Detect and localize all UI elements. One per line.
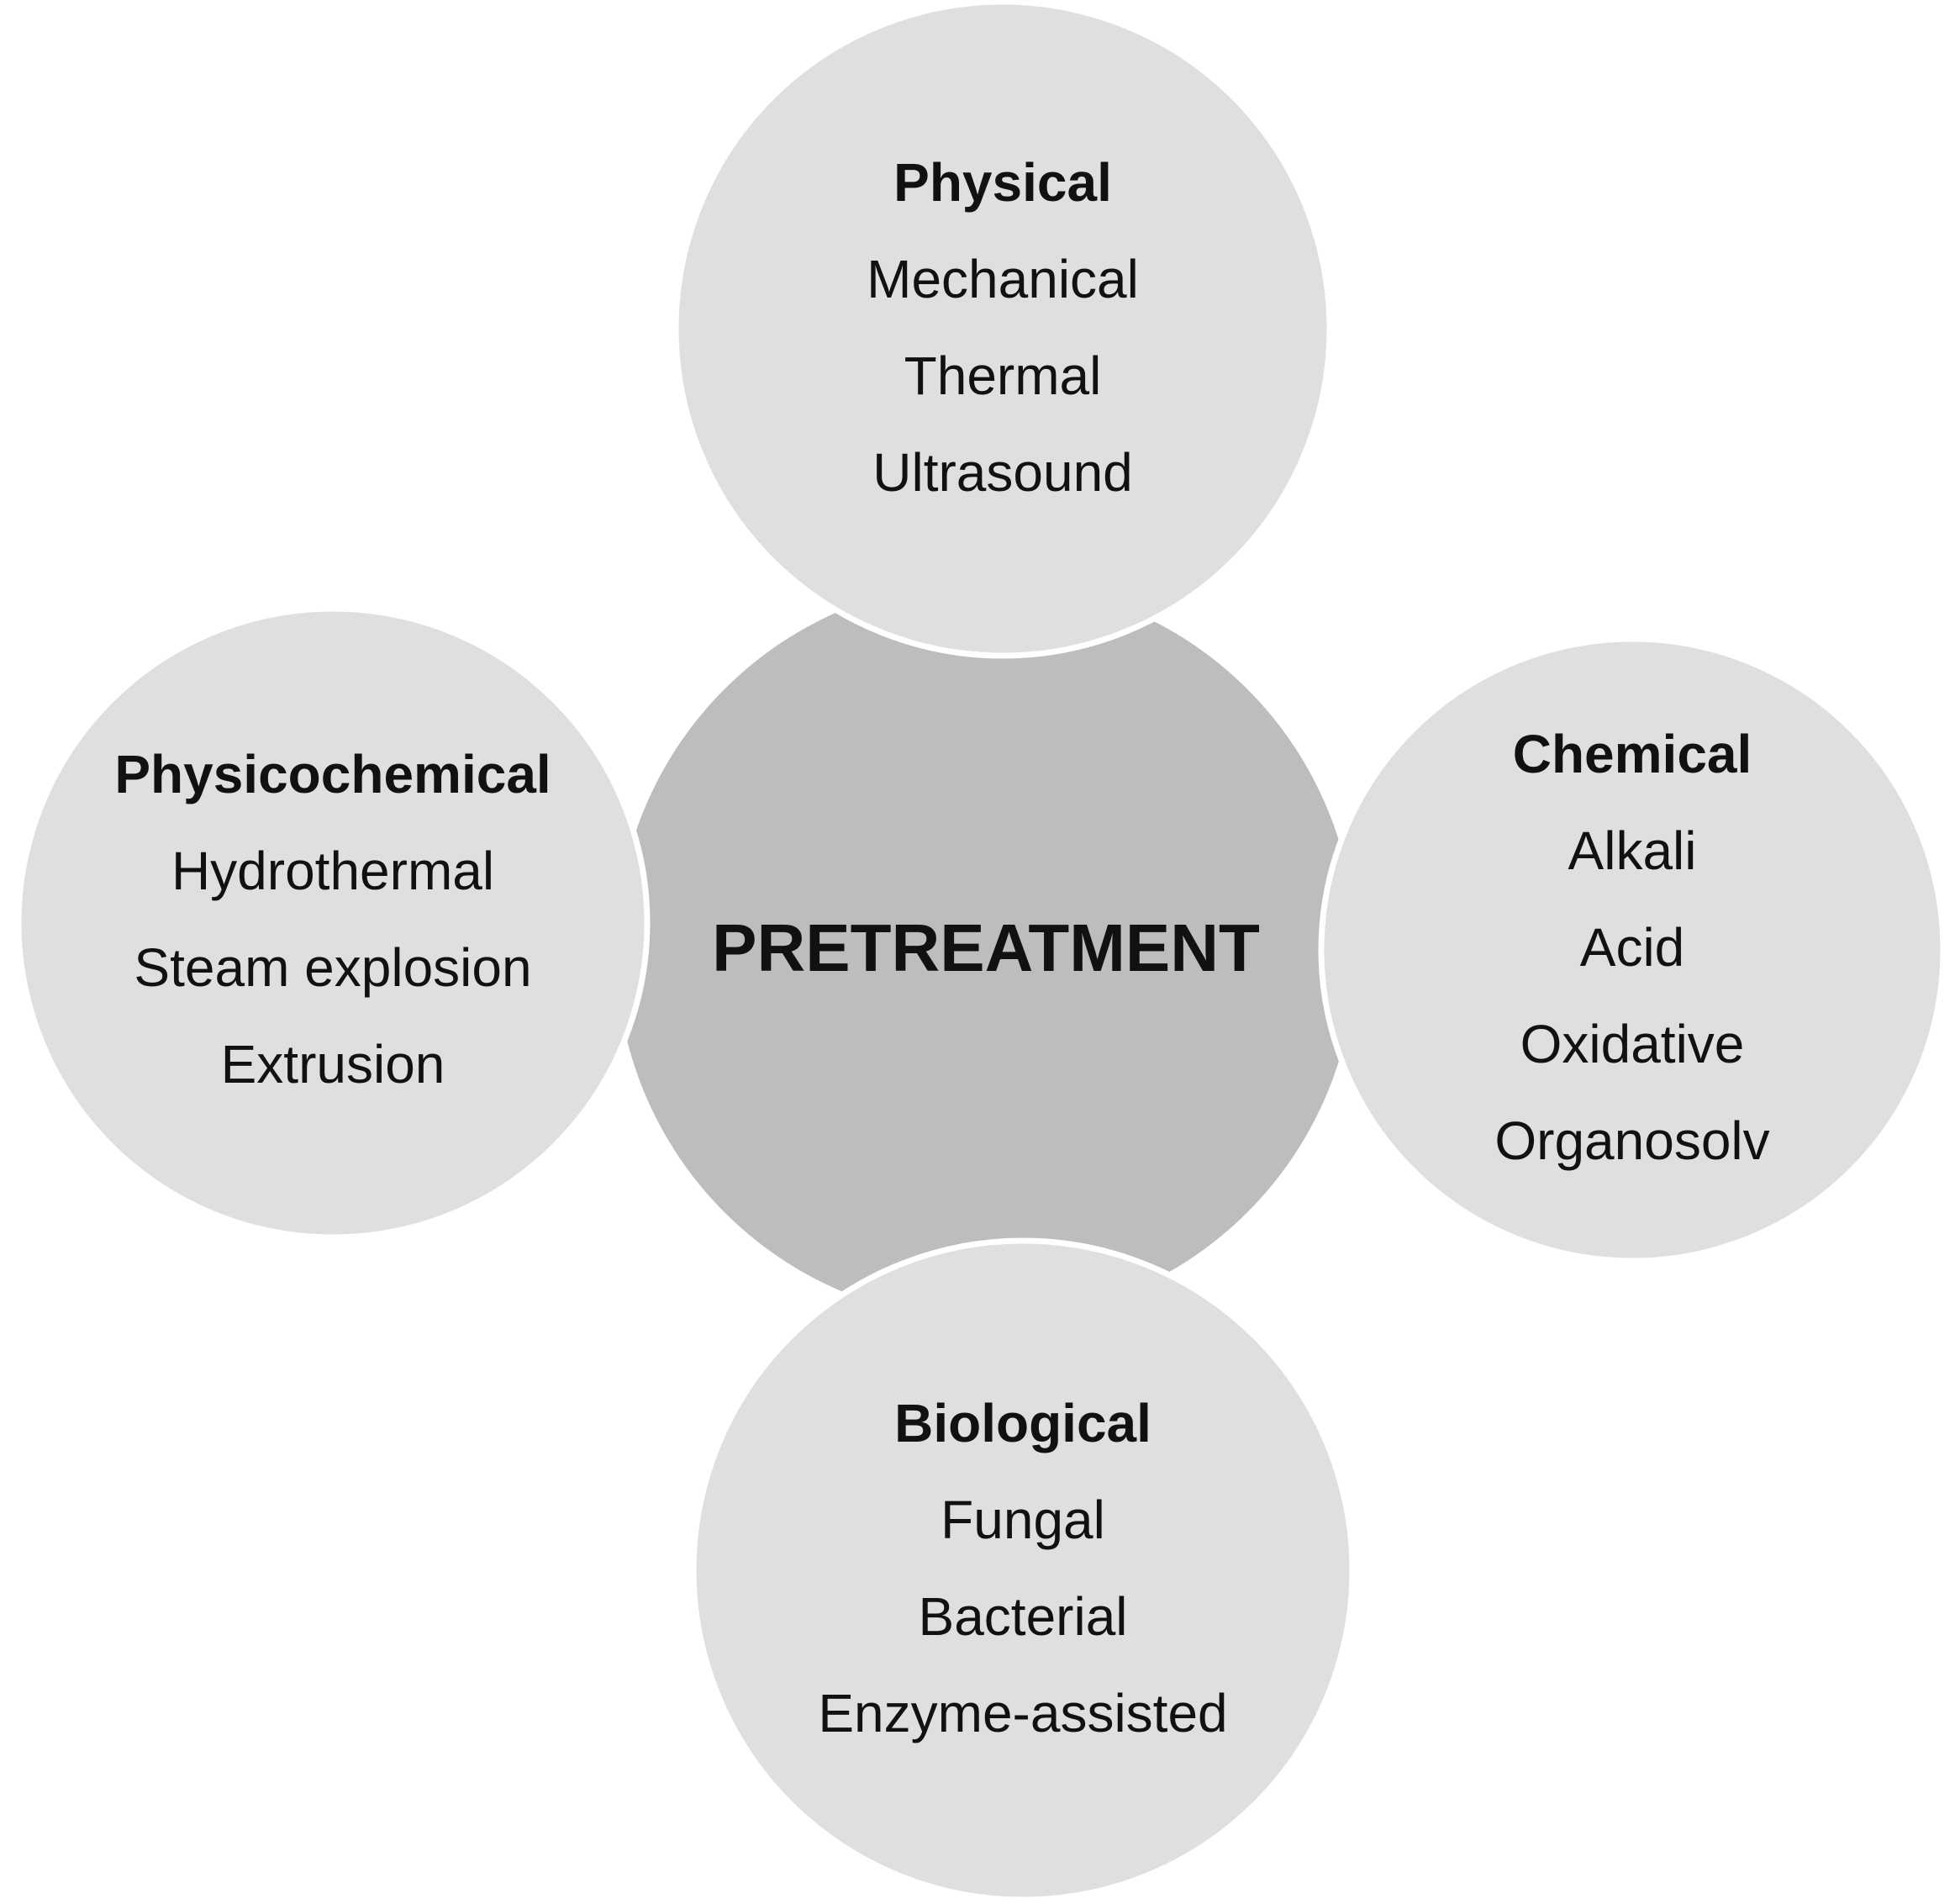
biological-item: Enzyme-assisted <box>818 1683 1228 1743</box>
physicochemical-circle <box>15 605 651 1241</box>
chemical-heading: Chemical <box>1512 724 1752 784</box>
center-circle <box>616 581 1356 1321</box>
center-label: PRETREATMENT <box>712 910 1260 985</box>
chemical-item: Oxidative <box>1520 1014 1745 1074</box>
physical-heading: Physical <box>893 152 1112 213</box>
chemical-circle <box>1318 636 1947 1264</box>
biological-item: Bacterial <box>918 1586 1128 1647</box>
chemical-item: Alkali <box>1568 820 1697 881</box>
physical-item: Thermal <box>904 345 1102 406</box>
biological-text-group: Biological Fungal Bacterial Enzyme-assis… <box>818 1375 1227 1762</box>
chemical-text-group: Chemical Alkali Acid Oxidative Organosol… <box>1494 706 1769 1189</box>
biological-circle <box>690 1237 1356 1903</box>
physical-text-group: Physical Mechanical Thermal Ultrasound <box>867 134 1139 521</box>
chemical-item: Organosolv <box>1494 1110 1770 1171</box>
physical-item: Ultrasound <box>872 442 1133 503</box>
physical-item: Mechanical <box>867 249 1139 309</box>
biological-item: Fungal <box>941 1490 1105 1550</box>
biological-heading: Biological <box>894 1393 1151 1453</box>
physicochemical-text-group: Physicochemical Hydrothermal Steam explo… <box>114 726 551 1113</box>
physicochemical-heading: Physicochemical <box>114 744 551 804</box>
physical-circle <box>672 0 1333 659</box>
physicochemical-item: Steam explosion <box>134 937 532 998</box>
chemical-item: Acid <box>1579 917 1685 978</box>
physicochemical-item: Extrusion <box>220 1034 445 1094</box>
physicochemical-item: Hydrothermal <box>171 841 495 901</box>
